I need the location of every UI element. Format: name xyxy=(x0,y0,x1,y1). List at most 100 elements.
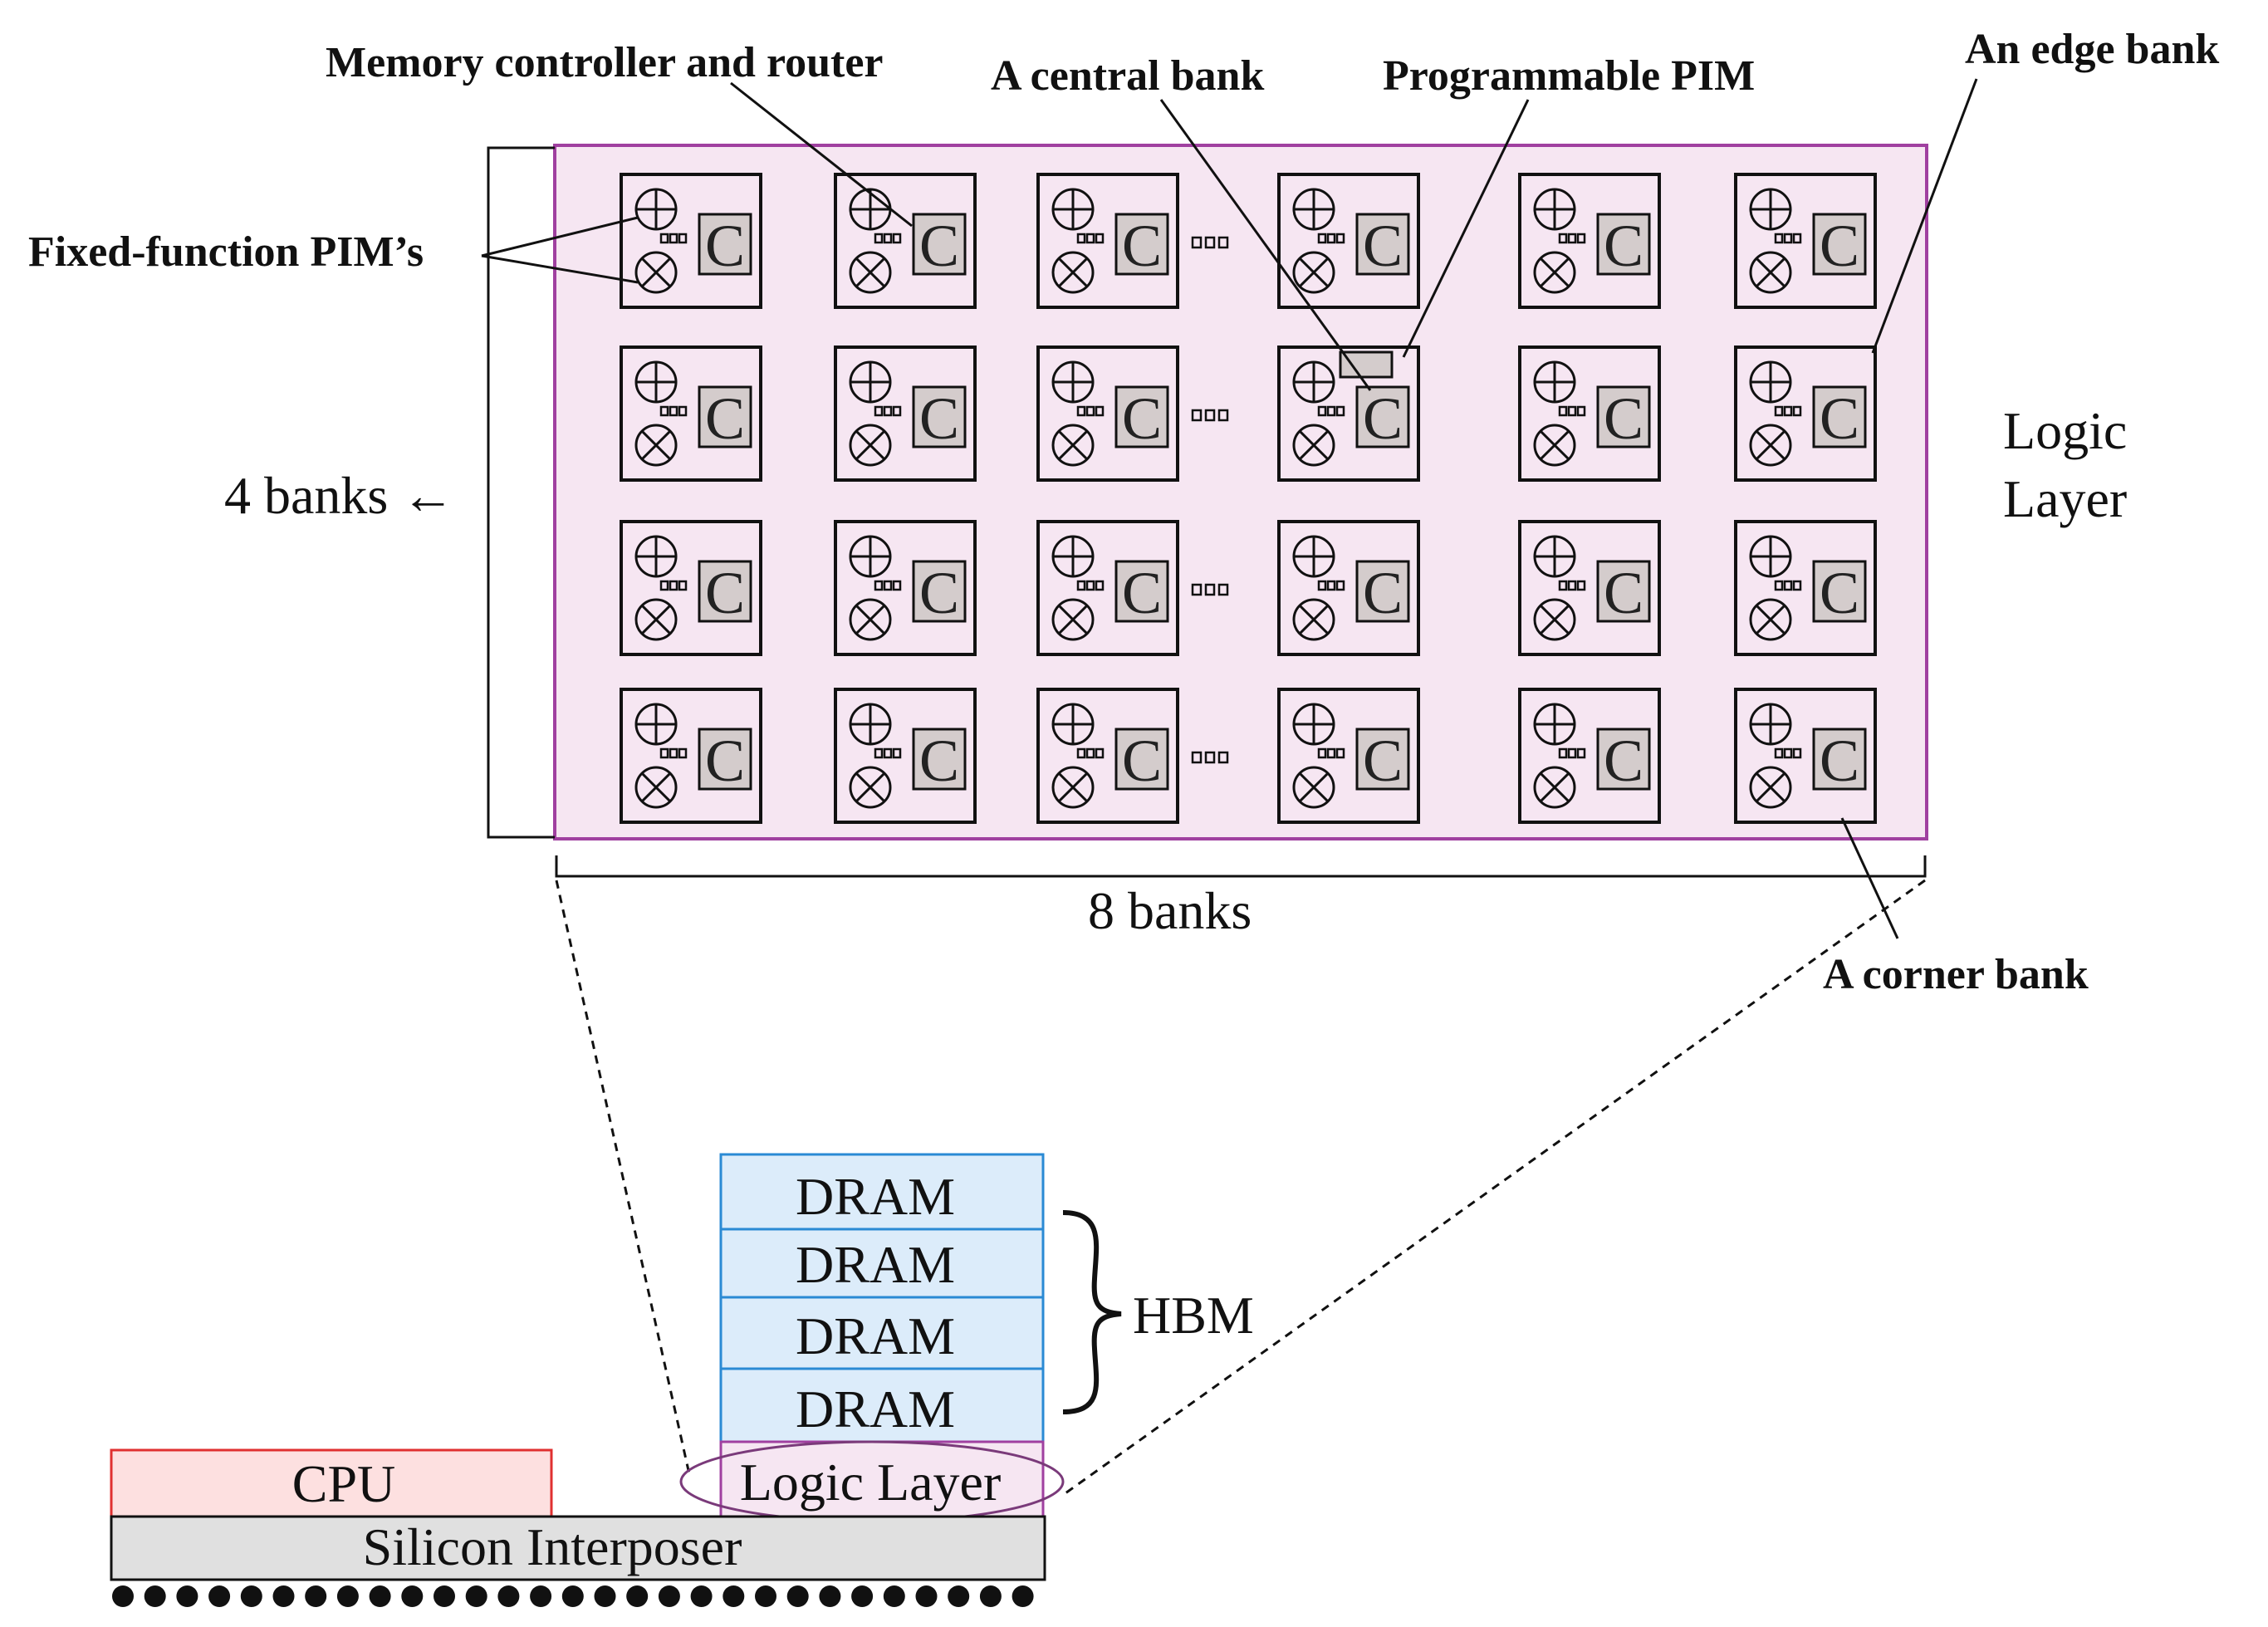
solder-bump xyxy=(465,1585,487,1607)
controller-box xyxy=(1812,728,1867,791)
bank-outline xyxy=(1734,520,1877,656)
label-central-bank: A central bank xyxy=(991,52,1264,100)
bank: C xyxy=(1277,688,1420,824)
controller-letter: C xyxy=(1820,728,1859,794)
bank-outline xyxy=(620,173,762,309)
pe-cell xyxy=(874,405,884,417)
pe-cell xyxy=(1774,747,1784,759)
pe-cell xyxy=(1095,580,1105,591)
label-hbm: HBM xyxy=(1133,1286,1254,1345)
controller-box xyxy=(698,728,752,791)
pe-cell xyxy=(1783,233,1793,244)
pe-cell xyxy=(678,233,688,244)
ellipsis-dot xyxy=(1217,751,1229,764)
controller-letter: C xyxy=(1122,213,1162,279)
multiplier-pim-icon xyxy=(1292,598,1335,641)
controller-box xyxy=(1812,560,1867,623)
bank: C xyxy=(1036,688,1179,824)
pe-cell xyxy=(1317,747,1327,759)
solder-bump xyxy=(305,1585,327,1607)
label-fixed-function: Fixed-function PIM’s xyxy=(28,228,424,276)
multiplier-pim-icon xyxy=(1292,424,1335,467)
pe-cell xyxy=(1335,580,1345,591)
controller-box xyxy=(1596,728,1651,791)
solder-bump xyxy=(690,1585,713,1607)
hbm-stack: DRAM DRAM DRAM DRAM Logic Layer xyxy=(679,1153,1065,1523)
pe-cell xyxy=(883,233,893,244)
bank: C xyxy=(1518,173,1661,309)
controller-box xyxy=(1114,560,1169,623)
pe-cell xyxy=(1095,747,1105,759)
pe-cell xyxy=(883,580,893,591)
bank-outline xyxy=(620,345,762,482)
solder-bump xyxy=(883,1585,905,1607)
pe-cell xyxy=(1567,233,1577,244)
bank-outline xyxy=(1277,688,1420,824)
bank: C xyxy=(834,688,977,824)
pe-cell xyxy=(1335,747,1345,759)
adder-pim-icon xyxy=(1749,703,1792,746)
ellipsis-dot xyxy=(1204,236,1216,249)
pe-cell xyxy=(1326,747,1336,759)
adder-pim-icon xyxy=(634,535,678,578)
solder-bump xyxy=(723,1585,745,1607)
dram-layer-4 xyxy=(719,1367,1045,1443)
multiplier-pim-icon xyxy=(849,424,892,467)
controller-letter: C xyxy=(919,560,959,626)
solder-bump xyxy=(434,1585,455,1607)
pe-cell xyxy=(669,233,678,244)
leader-fixed-function-1 xyxy=(481,216,639,257)
solder-bump xyxy=(979,1585,1002,1607)
pe-cell xyxy=(659,233,669,244)
multiplier-pim-icon xyxy=(849,766,892,809)
adder-pim-icon xyxy=(634,703,678,746)
logic-layer-label: Logic Layer xyxy=(740,1453,1002,1512)
label-programmable-pim: Programmable PIM xyxy=(1383,52,1755,100)
bank-outline xyxy=(834,688,977,824)
controller-box xyxy=(1812,385,1867,448)
pe-cell xyxy=(1783,580,1793,591)
controller-letter: C xyxy=(1820,560,1859,626)
adder-pim-icon xyxy=(1749,535,1792,578)
ellipsis-dot xyxy=(1191,236,1203,249)
adder-pim-icon xyxy=(1749,188,1792,231)
bank: C xyxy=(620,688,762,824)
adder-pim-icon xyxy=(1533,360,1576,404)
pe-cell xyxy=(1558,580,1568,591)
silicon-interposer-label: Silicon Interposer xyxy=(363,1517,742,1576)
cpu-box xyxy=(110,1448,553,1518)
pe-cell xyxy=(1783,405,1793,417)
dram-label-3: DRAM xyxy=(796,1306,955,1365)
multiplier-pim-icon xyxy=(1292,766,1335,809)
leader-central-bank xyxy=(1159,99,1372,391)
adder-pim-icon xyxy=(1749,360,1792,404)
solder-bump xyxy=(208,1585,231,1607)
multiplier-pim-icon xyxy=(1051,598,1095,641)
bank-outline xyxy=(834,345,977,482)
multiplier-pim-icon xyxy=(1533,424,1576,467)
controller-box xyxy=(1355,560,1410,623)
adder-pim-icon xyxy=(1051,535,1095,578)
controller-box xyxy=(1596,385,1651,448)
projection-right xyxy=(1062,879,1926,1497)
multiplier-pim-icon xyxy=(849,598,892,641)
bank-outline xyxy=(1734,688,1877,824)
solder-bump xyxy=(851,1585,874,1607)
leader-memory-controller xyxy=(730,81,913,228)
pe-cell xyxy=(1792,405,1802,417)
pe-cell xyxy=(1774,580,1784,591)
solder-bump xyxy=(755,1585,776,1607)
solder-bump xyxy=(336,1585,359,1607)
pe-cell xyxy=(1085,747,1095,759)
bank: C xyxy=(1518,688,1661,824)
adder-pim-icon xyxy=(1292,360,1335,404)
multiplier-pim-icon xyxy=(1292,251,1335,294)
pe-cell xyxy=(892,405,902,417)
bank-outline xyxy=(1277,173,1420,309)
pe-cell xyxy=(1076,405,1086,417)
silicon-interposer xyxy=(110,1515,1046,1581)
pe-cell xyxy=(1076,580,1086,591)
pe-cell xyxy=(1076,747,1086,759)
controller-box xyxy=(1355,213,1410,276)
